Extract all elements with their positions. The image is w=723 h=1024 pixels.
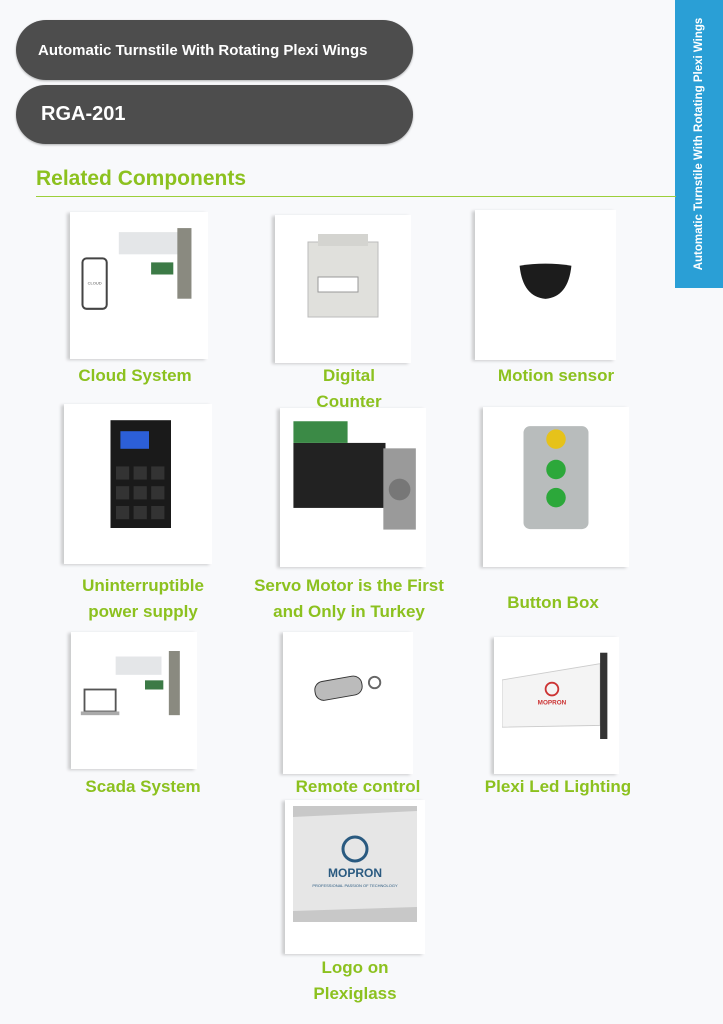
component-label: Servo Motor is the First and Only in Turk… bbox=[254, 573, 444, 625]
label-line: and Only in Turkey bbox=[273, 602, 425, 621]
component-card-logo-on-plexiglass: MOPRON PROFESSIONAL PASSION OF TECHNOLOGY bbox=[285, 800, 425, 954]
logo-brand-text: MOPRON bbox=[328, 866, 382, 880]
label-line: Plexiglass bbox=[313, 984, 397, 1003]
component-label: Remote control bbox=[295, 777, 421, 796]
component-card-motion-sensor bbox=[475, 210, 616, 360]
component-card-servo-motor bbox=[280, 408, 426, 567]
plexi-brand-text: MOPRON bbox=[538, 699, 567, 706]
component-card-cloud-system: CLOUD bbox=[70, 212, 208, 359]
side-tab-label: Automatic Turnstile With Rotating Plexi … bbox=[693, 17, 705, 271]
product-title-banner: Automatic Turnstile With Rotating Plexi … bbox=[16, 20, 413, 80]
component-label: Plexi Led Lighting bbox=[484, 777, 632, 796]
model-banner: RGA-201 bbox=[16, 85, 413, 144]
remote-control-image bbox=[291, 638, 405, 746]
product-title: Automatic Turnstile With Rotating Plexi … bbox=[38, 41, 368, 59]
label-line: Counter bbox=[316, 392, 382, 411]
logo-plexiglass-image: MOPRON PROFESSIONAL PASSION OF TECHNOLOGY bbox=[293, 806, 417, 922]
side-tab: Automatic Turnstile With Rotating Plexi … bbox=[675, 0, 723, 288]
plexi-led-image: MOPRON bbox=[502, 643, 611, 746]
component-label: Logo on Plexiglass bbox=[313, 955, 396, 1007]
label-line: Uninterruptible bbox=[82, 576, 204, 595]
servo-motor-image bbox=[288, 414, 418, 539]
component-card-button-box bbox=[483, 407, 629, 567]
component-label: Cloud System bbox=[78, 366, 192, 385]
section-title: Related Components bbox=[36, 167, 247, 190]
svg-text:CLOUD: CLOUD bbox=[88, 281, 102, 286]
component-label: Uninterruptible power supply bbox=[82, 573, 204, 625]
label-line: power supply bbox=[88, 602, 198, 621]
section-divider bbox=[36, 196, 676, 197]
cloud-system-image: CLOUD bbox=[78, 218, 200, 331]
digital-counter-image bbox=[283, 221, 403, 335]
component-card-ups bbox=[64, 404, 212, 564]
ups-image bbox=[72, 410, 204, 536]
motion-sensor-image bbox=[483, 216, 608, 332]
scada-system-image bbox=[79, 638, 189, 741]
component-label: Motion sensor bbox=[497, 366, 615, 385]
logo-tagline-text: PROFESSIONAL PASSION OF TECHNOLOGY bbox=[312, 883, 398, 888]
component-card-remote-control bbox=[283, 632, 413, 774]
component-card-plexi-led-lighting: MOPRON bbox=[494, 637, 619, 774]
component-card-digital-counter bbox=[275, 215, 411, 363]
component-card-scada-system bbox=[71, 632, 197, 769]
label-line: Logo on bbox=[321, 958, 389, 977]
component-label: Scada System bbox=[85, 777, 201, 796]
component-label: Button Box bbox=[507, 593, 599, 612]
label-line: Servo Motor is the First bbox=[254, 576, 444, 595]
button-box-image bbox=[491, 413, 621, 539]
label-line: Digital bbox=[323, 366, 375, 385]
model-number: RGA-201 bbox=[41, 103, 126, 125]
